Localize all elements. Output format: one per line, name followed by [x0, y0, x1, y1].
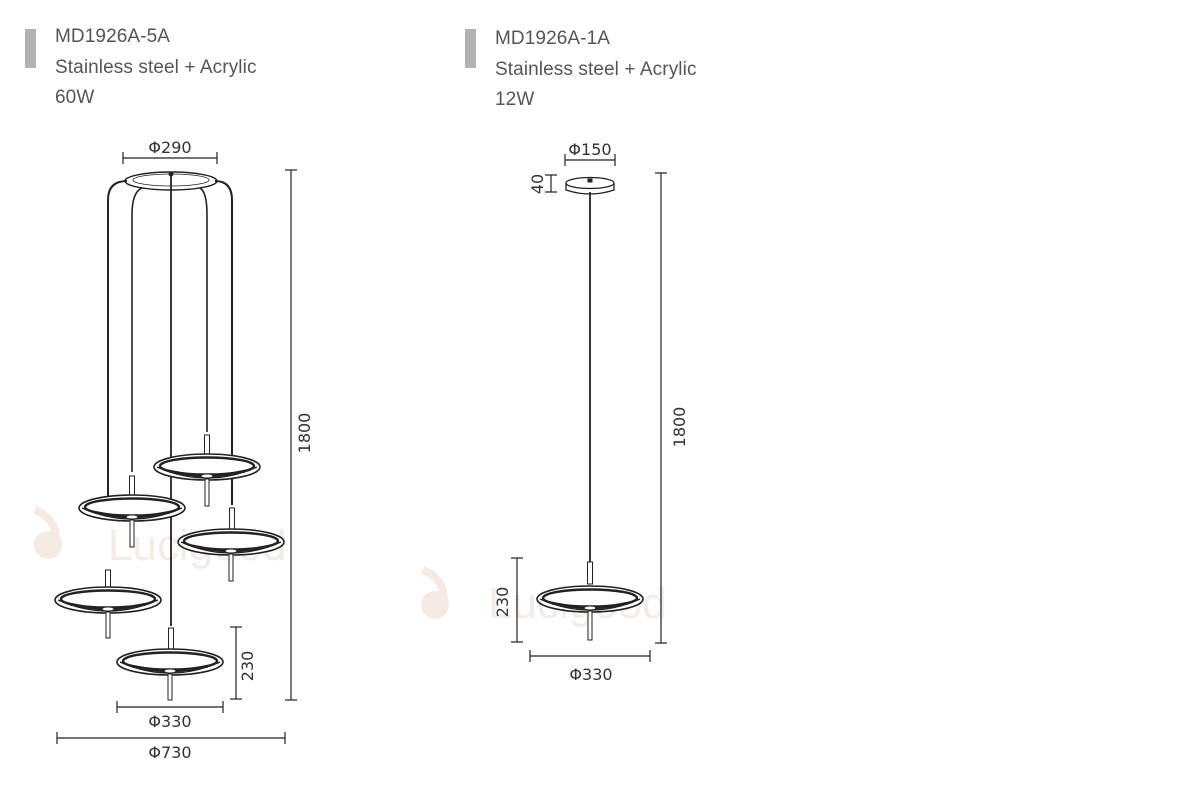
- dimension-shade-diameter: Φ330: [116, 701, 224, 731]
- arm: [199, 187, 208, 432]
- dimension-label: 230: [238, 651, 257, 682]
- spec-accent-bar-left: [25, 29, 36, 68]
- pendant-shade: [176, 527, 286, 557]
- power-rating: 60W: [55, 87, 95, 108]
- dimension-label: Φ330: [569, 665, 612, 684]
- dimension-label: Φ150: [568, 140, 611, 159]
- spec-accent-bar-right: [465, 29, 476, 68]
- dimension-overall-height: 1800: [285, 169, 314, 701]
- dimension-canopy-diameter: Φ150: [564, 140, 616, 166]
- dimension-label: Φ730: [148, 743, 191, 762]
- dimension-label: 40: [528, 174, 547, 194]
- dimension-label: 1800: [295, 413, 314, 454]
- model-number: MD1926A-1A: [495, 28, 611, 49]
- arm: [107, 180, 128, 500]
- pendant-shade: [77, 493, 187, 523]
- dimension-label: 230: [493, 587, 512, 618]
- dimension-canopy-diameter: Φ290: [122, 138, 218, 164]
- dimension-label: Φ330: [148, 712, 191, 731]
- dimension-overall-height: 1800: [655, 172, 689, 644]
- dimension-shade-height: 230: [493, 557, 523, 643]
- pendant-shade: [152, 452, 262, 482]
- arm: [214, 180, 233, 505]
- drawing-md1926a-5a: Φ290 1800 230 Φ330: [53, 138, 314, 762]
- material: Stainless steel + Acrylic: [55, 56, 257, 78]
- arm: [131, 187, 143, 472]
- spec-block-left: MD1926A-5A Stainless steel + Acrylic 60W: [55, 22, 257, 114]
- dimension-overall-diameter: Φ730: [56, 732, 286, 762]
- material: Stainless steel + Acrylic: [495, 58, 697, 80]
- model-number: MD1926A-5A: [55, 26, 171, 47]
- pendant-shade: [53, 585, 163, 615]
- pendant-shade: [535, 584, 645, 614]
- dimension-shade-diameter: Φ330: [529, 650, 651, 684]
- dimension-label: 1800: [670, 407, 689, 448]
- spec-block-right: MD1926A-1A Stainless steel + Acrylic 12W: [495, 24, 697, 116]
- power-rating: 12W: [495, 89, 535, 110]
- drawing-md1926a-1a: Φ150 40 1800 230: [493, 140, 689, 684]
- pendant-shade: [115, 647, 225, 677]
- dimension-canopy-height: 40: [528, 174, 557, 194]
- dimension-label: Φ290: [148, 138, 191, 157]
- dimension-shade-height: 230: [230, 626, 257, 700]
